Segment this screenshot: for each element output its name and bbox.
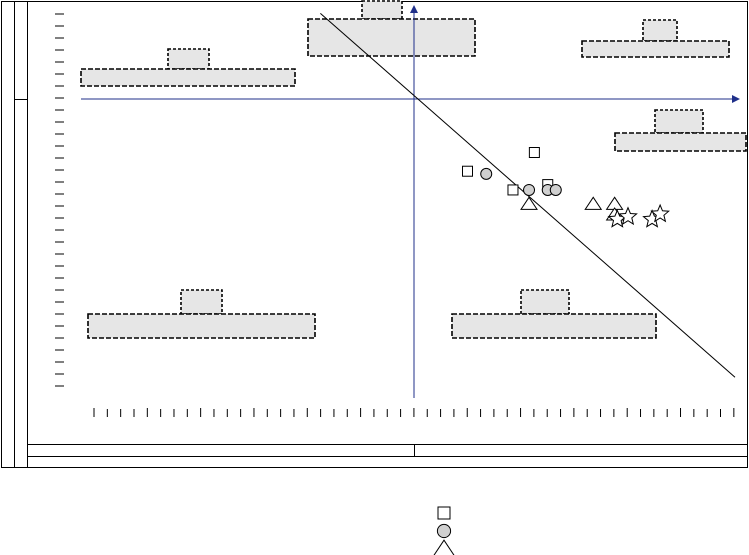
bottom-ruler — [93, 408, 735, 417]
circle-marker — [523, 183, 536, 196]
placeholder-box-top-right-tab — [642, 19, 678, 42]
square-marker — [528, 147, 540, 158]
placeholder-box-bottom-left — [87, 289, 316, 339]
placeholder-box-bottom-right — [451, 289, 657, 339]
star-marker — [650, 203, 670, 223]
placeholder-box-middle-right — [614, 109, 747, 152]
square-marker — [507, 184, 519, 196]
circle-marker — [480, 167, 493, 180]
legend — [433, 506, 455, 555]
placeholder-box-top-left-tab — [167, 48, 210, 70]
placeholder-box-bottom-right-body — [451, 313, 657, 339]
placeholder-box-bottom-left-tab — [180, 289, 223, 315]
placeholder-box-top-right — [581, 19, 730, 58]
placeholder-boxes — [80, 0, 747, 339]
placeholder-box-middle-right-body — [614, 132, 747, 152]
triangle-marker — [520, 196, 538, 210]
triangle-marker — [433, 539, 455, 555]
placeholder-box-top-center-tab — [361, 0, 403, 20]
placeholder-box-middle-right-tab — [654, 109, 704, 134]
triangle-marker — [584, 196, 603, 210]
axes — [81, 5, 740, 398]
circle-marker — [549, 183, 562, 196]
placeholder-box-bottom-right-tab — [520, 289, 570, 315]
placeholder-box-top-left — [80, 48, 296, 87]
star-marker — [618, 206, 638, 226]
square-marker — [437, 506, 451, 520]
data-points — [462, 147, 670, 228]
left-ruler — [55, 13, 64, 387]
placeholder-box-top-center — [307, 0, 476, 57]
square-marker — [462, 165, 473, 177]
placeholder-box-top-left-body — [80, 68, 296, 87]
placeholder-box-top-center-body — [307, 18, 476, 57]
circle-marker — [436, 523, 452, 539]
placeholder-box-bottom-left-body — [87, 313, 316, 339]
placeholder-box-top-right-body — [581, 40, 730, 58]
